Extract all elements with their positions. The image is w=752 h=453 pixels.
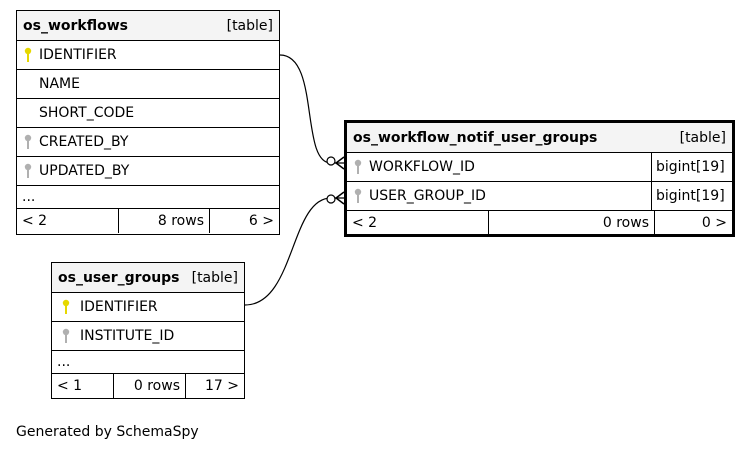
children-link[interactable]: 0 > — [701, 214, 727, 231]
column-type: bigint[19] — [651, 182, 732, 210]
optional-marker — [326, 156, 336, 166]
column-name: INSTITUTE_ID — [80, 328, 175, 344]
column-row[interactable]: NAME — [17, 70, 279, 99]
column-type: bigint[19] — [651, 153, 732, 181]
column-row[interactable]: SHORT_CODE — [17, 99, 279, 128]
parents-link[interactable]: < 1 — [52, 374, 114, 398]
column-row[interactable]: IDENTIFIER — [17, 41, 279, 70]
table-header[interactable]: os_workflow_notif_user_groups [table] — [347, 123, 732, 153]
crowfoot-marker — [334, 156, 345, 170]
parents-link[interactable]: < 2 — [17, 209, 119, 233]
column-name: UPDATED_BY — [39, 163, 130, 179]
children-link[interactable]: 17 > — [205, 378, 239, 394]
table-name: os_workflow_notif_user_groups — [353, 129, 598, 146]
row-count: 0 rows — [489, 211, 655, 234]
row-count: 0 rows — [114, 374, 186, 398]
table-kind: [table] — [679, 129, 726, 146]
column-row[interactable]: USER_GROUP_ID bigint[19] — [347, 182, 732, 211]
table-os-workflows[interactable]: os_workflows [table] IDENTIFIER NAME SHO… — [16, 10, 280, 235]
relationship-user-group-id — [244, 197, 344, 306]
column-name: WORKFLOW_ID — [369, 159, 475, 175]
column-row[interactable]: UPDATED_BY — [17, 157, 279, 186]
column-row[interactable]: CREATED_BY — [17, 128, 279, 157]
table-header[interactable]: os_workflows [table] — [17, 11, 279, 41]
table-kind: [table] — [191, 269, 238, 286]
column-name: NAME — [39, 76, 80, 92]
column-name: IDENTIFIER — [39, 47, 117, 63]
row-count: 8 rows — [119, 209, 210, 233]
foreign-key-icon — [52, 328, 80, 344]
generated-by-text: Generated by SchemaSpy — [16, 424, 199, 440]
foreign-key-icon — [17, 163, 39, 179]
foreign-key-icon — [17, 134, 39, 150]
column-name: USER_GROUP_ID — [369, 188, 486, 204]
foreign-key-icon — [347, 159, 369, 175]
parents-link[interactable]: < 2 — [347, 211, 489, 234]
column-row[interactable]: INSTITUTE_ID — [52, 322, 244, 351]
table-os-user-groups[interactable]: os_user_groups [table] IDENTIFIER INSTIT… — [51, 262, 245, 399]
table-name: os_user_groups — [58, 269, 180, 286]
table-os-workflow-notif-user-groups[interactable]: os_workflow_notif_user_groups [table] WO… — [344, 120, 735, 237]
optional-marker — [326, 194, 336, 204]
table-header[interactable]: os_user_groups [table] — [52, 263, 244, 293]
children-link[interactable]: 6 > — [248, 213, 274, 229]
table-footer: < 2 0 rows 0 > — [347, 211, 732, 234]
primary-key-icon — [17, 47, 39, 63]
column-name: SHORT_CODE — [39, 105, 135, 121]
column-row[interactable]: WORKFLOW_ID bigint[19] — [347, 153, 732, 182]
table-footer: < 1 0 rows 17 > — [52, 374, 244, 398]
table-name: os_workflows — [23, 17, 128, 34]
crowfoot-marker — [334, 191, 345, 205]
relationship-workflow-id — [279, 54, 344, 164]
column-row[interactable]: IDENTIFIER — [52, 293, 244, 322]
more-columns-ellipsis: ... — [52, 351, 244, 374]
more-columns-ellipsis: ... — [17, 186, 279, 209]
foreign-key-icon — [347, 188, 369, 204]
column-name: CREATED_BY — [39, 134, 129, 150]
column-name: IDENTIFIER — [80, 299, 158, 315]
primary-key-icon — [52, 299, 80, 315]
table-kind: [table] — [226, 17, 273, 34]
table-footer: < 2 8 rows 6 > — [17, 209, 279, 233]
